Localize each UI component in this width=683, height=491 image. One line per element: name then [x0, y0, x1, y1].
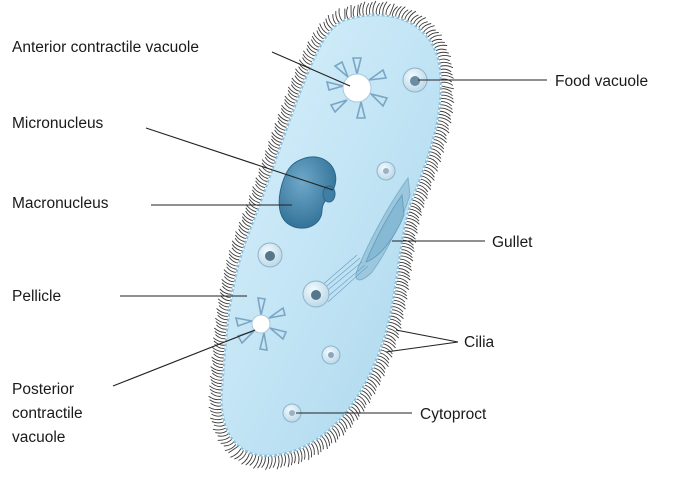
cilium	[209, 407, 222, 410]
cilium	[347, 7, 349, 19]
cilium	[296, 450, 299, 464]
cilium	[437, 52, 449, 54]
cilium	[369, 2, 372, 15]
cilium	[434, 45, 447, 48]
label-posterior-line1: Posterior	[12, 381, 74, 398]
label-posterior-line3: vacuole	[12, 429, 65, 446]
cilium	[373, 1, 376, 15]
cilium	[224, 441, 234, 446]
label-food-vacuole: Food vacuole	[555, 73, 648, 90]
label-gullet: Gullet	[492, 234, 533, 251]
cilium	[439, 62, 451, 64]
cilium	[438, 55, 451, 57]
food-vacuole-2	[377, 162, 395, 180]
cilium	[293, 451, 295, 463]
label-pellicle: Pellicle	[12, 288, 61, 305]
cilium	[213, 338, 226, 342]
cilium	[281, 454, 283, 467]
cilium	[269, 456, 272, 469]
food-vacuole-4	[303, 281, 329, 307]
cilium	[212, 422, 224, 423]
cilium	[302, 447, 305, 459]
cilium	[277, 455, 279, 469]
cilium	[284, 454, 286, 466]
cilium	[440, 69, 451, 72]
cilium	[389, 4, 394, 16]
cilium	[258, 456, 262, 469]
label-anterior-contractile-vacuole: Anterior contractile vacuole	[12, 39, 199, 56]
cilium	[253, 455, 258, 468]
cilium	[266, 456, 269, 470]
cilium	[435, 49, 446, 51]
cilium	[213, 428, 226, 430]
cilium	[440, 66, 453, 68]
cilium	[439, 108, 453, 113]
food-vacuole-3	[258, 243, 282, 267]
cilium	[273, 455, 275, 467]
cilium	[210, 400, 222, 403]
cilium	[210, 411, 222, 413]
cilium	[305, 446, 309, 460]
cilium	[357, 5, 358, 17]
food-vacuole-5	[322, 346, 340, 364]
label-posterior-line2: contractile	[12, 405, 83, 422]
cilium	[221, 439, 233, 444]
cilium	[210, 418, 223, 420]
cilium	[299, 449, 302, 462]
cilium	[366, 3, 369, 15]
cilium	[441, 82, 453, 85]
cilium	[440, 72, 452, 75]
label-cilia: Cilia	[464, 334, 495, 351]
cilium	[218, 436, 231, 440]
cilium	[211, 403, 222, 406]
label-macronucleus: Macronucleus	[12, 195, 109, 212]
cilium	[353, 6, 355, 17]
label-cytoproct: Cytoproct	[420, 406, 487, 423]
cilium	[212, 347, 225, 351]
cilium	[212, 414, 223, 416]
cilium	[339, 8, 342, 21]
label-micronucleus: Micronucleus	[12, 115, 104, 132]
cilium	[287, 453, 289, 467]
cilium	[214, 425, 225, 427]
cilium	[438, 59, 449, 61]
cilium	[215, 431, 227, 434]
cilium	[218, 433, 229, 436]
cilium	[290, 452, 292, 465]
cilium	[363, 2, 365, 16]
cilium	[360, 3, 362, 16]
cilium	[214, 328, 227, 332]
cilium	[441, 76, 454, 79]
